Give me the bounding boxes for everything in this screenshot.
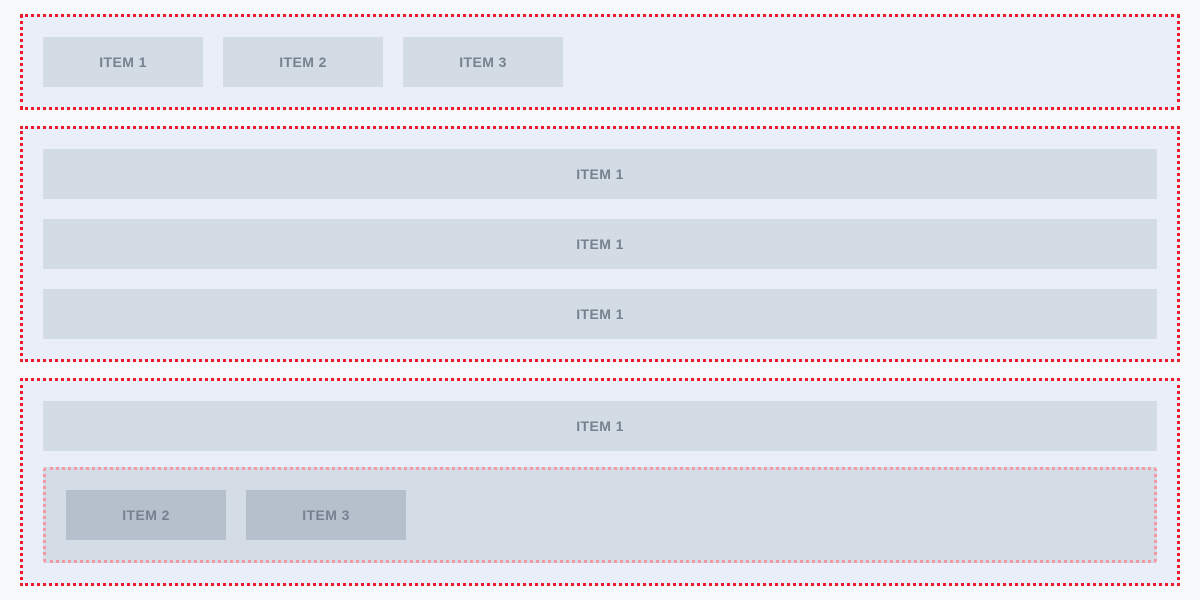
placeholder-item: ITEM 3 [403,37,563,87]
section-row-items: ITEM 1 ITEM 2 ITEM 3 [43,37,1157,87]
nested-container: ITEM 2 ITEM 3 [43,467,1157,563]
placeholder-item: ITEM 1 [43,219,1157,269]
placeholder-item: ITEM 2 [66,490,226,540]
placeholder-item: ITEM 2 [223,37,383,87]
placeholder-item: ITEM 1 [43,37,203,87]
placeholder-item: ITEM 3 [246,490,406,540]
placeholder-item: ITEM 1 [43,289,1157,339]
section-stack: ITEM 1 ITEM 1 ITEM 1 [20,126,1180,362]
placeholder-item: ITEM 1 [43,149,1157,199]
section-row: ITEM 1 ITEM 2 ITEM 3 [20,14,1180,110]
section-mixed: ITEM 1 ITEM 2 ITEM 3 [20,378,1180,586]
placeholder-item: ITEM 1 [43,401,1157,451]
section-stack-items: ITEM 1 ITEM 1 ITEM 1 [43,149,1157,339]
nested-container-items: ITEM 2 ITEM 3 [66,490,1134,540]
section-mixed-items: ITEM 1 ITEM 2 ITEM 3 [43,401,1157,563]
